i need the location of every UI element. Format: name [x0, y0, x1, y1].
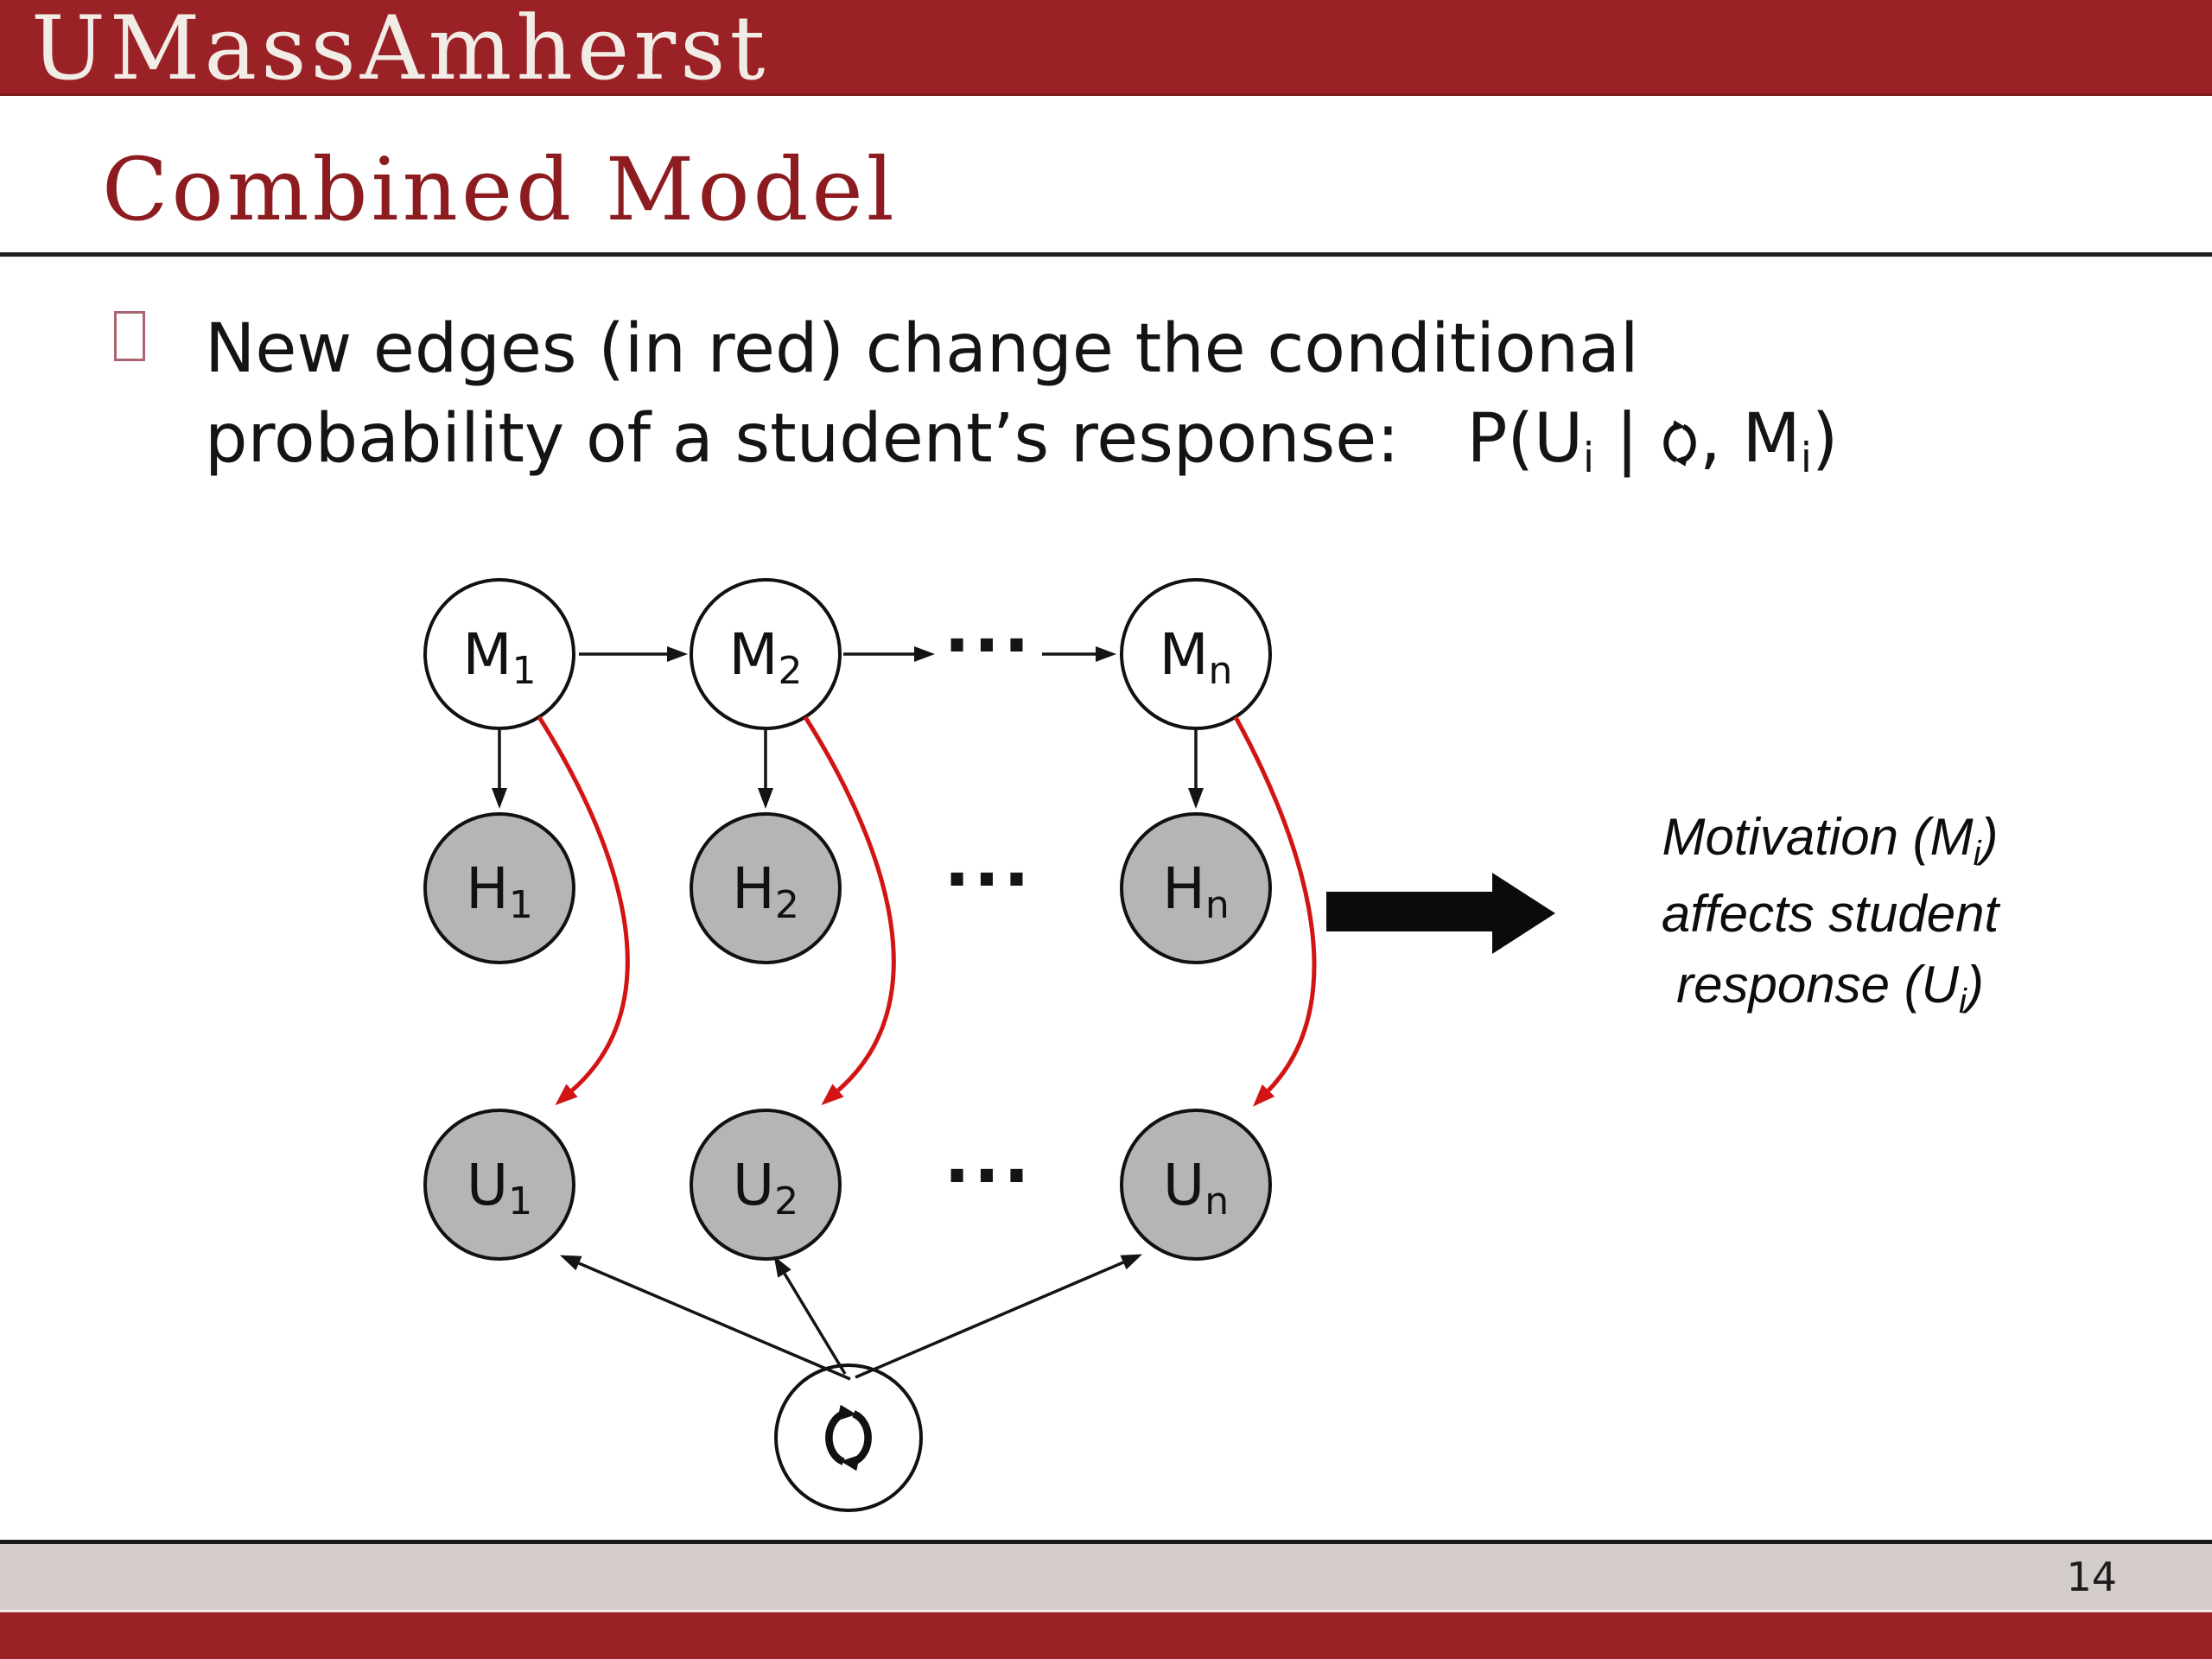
motivation-arrow	[1326, 873, 1555, 954]
annotation-line-2: affects student	[1661, 885, 1999, 943]
bullet-text: New edges (in red) change the conditiona…	[205, 304, 2106, 493]
ellipsis-h-row: ...	[944, 822, 1033, 902]
edge-theta-un	[855, 1254, 1143, 1379]
edge-theta-u2	[773, 1255, 847, 1375]
bullet-line-2: probability of a student’s response:P(Ui…	[205, 400, 1839, 482]
bullet-tofu-icon	[114, 311, 145, 361]
annotation-line-1: Motivation (Mi)	[1662, 808, 1999, 873]
conditional-probability-formula: P(Ui | , Mi)	[1466, 400, 1839, 482]
bullet-line-1: New edges (in red) change the conditiona…	[205, 310, 1639, 388]
footer-divider	[0, 1540, 2212, 1544]
page-title: Combined Model	[102, 139, 898, 240]
edge-theta-u1	[559, 1255, 851, 1381]
footer-maroon-band	[0, 1612, 2212, 1659]
header-bar: UMassAmherst	[0, 0, 2212, 100]
title-divider	[0, 252, 2212, 257]
annotation-line-3: response (Ui)	[1676, 956, 1984, 1020]
footer-hairline	[0, 1610, 2212, 1612]
page-number: 14	[2066, 1554, 2117, 1600]
node-theta	[774, 1363, 923, 1512]
ellipsis-m-row: ...	[944, 588, 1033, 668]
umass-logo: UMassAmherst	[31, 0, 770, 100]
ellipsis-u-row: ...	[944, 1118, 1033, 1198]
annotation-text: Motivation (Mi) affects student response…	[1580, 802, 2081, 1027]
theta-cycle-icon	[825, 1404, 872, 1471]
footer-band: 14	[0, 1544, 2212, 1610]
theta-cycle-icon	[1663, 420, 1696, 467]
